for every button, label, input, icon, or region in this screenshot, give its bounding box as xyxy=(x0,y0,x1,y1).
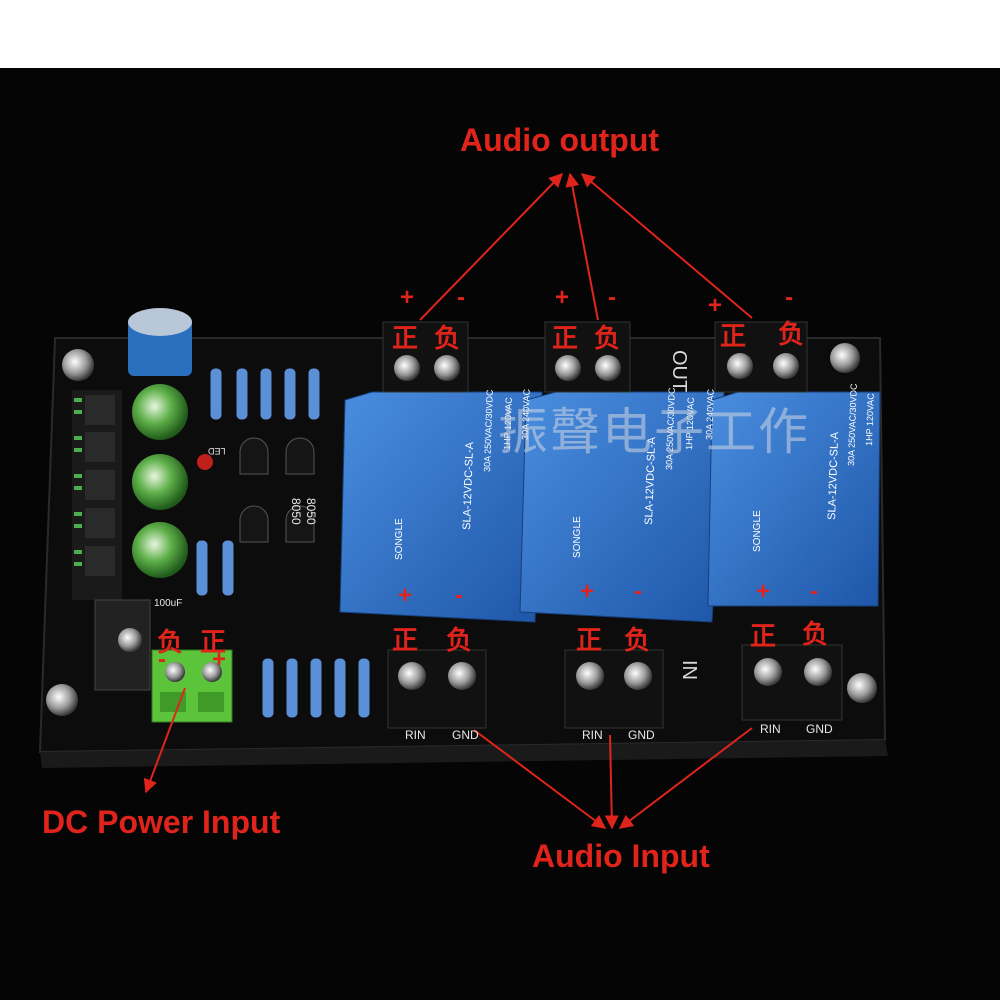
relay-3-in-plus: + xyxy=(756,578,771,605)
dc-power-arrow xyxy=(143,687,186,794)
relay-2-out-plus: + xyxy=(555,284,570,311)
power-pos-cn: 正 xyxy=(200,628,227,658)
relay-2-in-neg-cn: 负 xyxy=(624,626,651,656)
relay-1-hp: 1HP 120VAC xyxy=(502,397,514,451)
relay-1-in-pos-cn: 正 xyxy=(392,626,419,656)
relay-3 xyxy=(707,391,881,607)
silk-rin-3: RIN xyxy=(760,722,781,736)
relay-2-out-pos-cn: 正 xyxy=(552,324,579,354)
blue-capacitor xyxy=(128,308,192,376)
relay-1-brand: SONGLE xyxy=(394,518,405,560)
input-terminals xyxy=(387,644,843,729)
power-minus: - xyxy=(158,646,166,673)
relay-2-model: SLA-12VDC-SL-A xyxy=(643,436,658,525)
silk-out-label: OUT xyxy=(668,350,690,393)
relay-3-out-plus: + xyxy=(708,292,723,319)
audio-output-label: Audio output xyxy=(460,122,660,158)
relay-1 xyxy=(339,391,543,623)
ic-pin-column xyxy=(72,390,122,600)
relay-2-in-pos-cn: 正 xyxy=(576,626,603,656)
relay-3-out-neg-cn: 负 xyxy=(778,320,805,350)
silk-8050-b: 8050 xyxy=(289,498,303,525)
relay-3-in-minus: - xyxy=(810,578,818,605)
silk-gnd-2: GND xyxy=(628,728,655,742)
relay-2-out-minus: - xyxy=(608,284,616,311)
relay-1-in-minus: - xyxy=(455,582,463,609)
relay-2-in-plus: + xyxy=(580,578,595,605)
relay-3-hp: 1HP 120VAC xyxy=(864,393,876,447)
relay-1-model: SLA-12VDC-SL-A xyxy=(461,441,476,530)
relay-2-rating: 30A 250VAC/30VDC xyxy=(664,387,677,470)
green-capacitors xyxy=(132,384,188,578)
silk-cap: 100uF xyxy=(154,598,183,609)
silk-8050-a: 8050 xyxy=(304,498,318,525)
silk-rin-1: RIN xyxy=(405,728,426,742)
relay-3-out-pos-cn: 正 xyxy=(720,322,747,352)
audio-input-label: Audio Input xyxy=(532,838,710,874)
silk-in-label: IN xyxy=(678,660,700,680)
resistor-array xyxy=(195,367,371,719)
audio-output-arrows xyxy=(419,172,753,321)
relay-1-in-plus: + xyxy=(398,582,413,609)
relay-3-in-pos-cn: 正 xyxy=(750,622,777,652)
relay-3-rating: 30A 250VAC/30VDC xyxy=(846,383,859,466)
relay-1-out-neg-cn: 负 xyxy=(434,324,461,354)
relay-1-out-plus: + xyxy=(400,284,415,311)
power-terminal-block xyxy=(151,649,233,723)
dc-power-input-label: DC Power Input xyxy=(42,804,281,840)
silk-led: LED xyxy=(208,446,226,456)
relay-2-brand: SONGLE xyxy=(572,516,583,558)
silk-gnd-1: GND xyxy=(452,728,479,742)
relay-1-out-pos-cn: 正 xyxy=(392,324,419,354)
output-terminals xyxy=(382,321,808,393)
relay-1-out-minus: - xyxy=(457,284,465,311)
transistors xyxy=(239,437,315,543)
voltage-regulator xyxy=(94,599,151,691)
led-icon xyxy=(197,454,213,470)
relay-3-model: SLA-12VDC-SL-A xyxy=(826,431,841,520)
relay-1-rating: 30A 250VAC/30VDC xyxy=(482,389,495,472)
relay-2 xyxy=(519,391,725,623)
relay-2-in-minus: - xyxy=(634,578,642,605)
silk-rin-2: RIN xyxy=(582,728,603,742)
relay-2-out-neg-cn: 负 xyxy=(594,324,621,354)
silk-gnd-3: GND xyxy=(806,722,833,736)
power-neg-cn: 负 xyxy=(157,628,184,658)
relay-3-out-minus: - xyxy=(785,284,793,311)
watermark-text: 振聲电子工作 xyxy=(498,403,810,461)
audio-input-arrows xyxy=(473,727,753,830)
relay-3-brand: SONGLE xyxy=(752,510,763,552)
relay-2-hp: 1HP 120VAC xyxy=(684,397,696,451)
mount-screw-icons xyxy=(46,343,877,716)
relay-3-in-neg-cn: 负 xyxy=(802,620,829,650)
relay-1-in-neg-cn: 负 xyxy=(446,626,473,656)
relay-2-amp: 30A 240VAC xyxy=(704,388,716,440)
power-plus: + xyxy=(212,646,227,673)
relay-1-amp: 30A 240VAC xyxy=(520,388,532,440)
